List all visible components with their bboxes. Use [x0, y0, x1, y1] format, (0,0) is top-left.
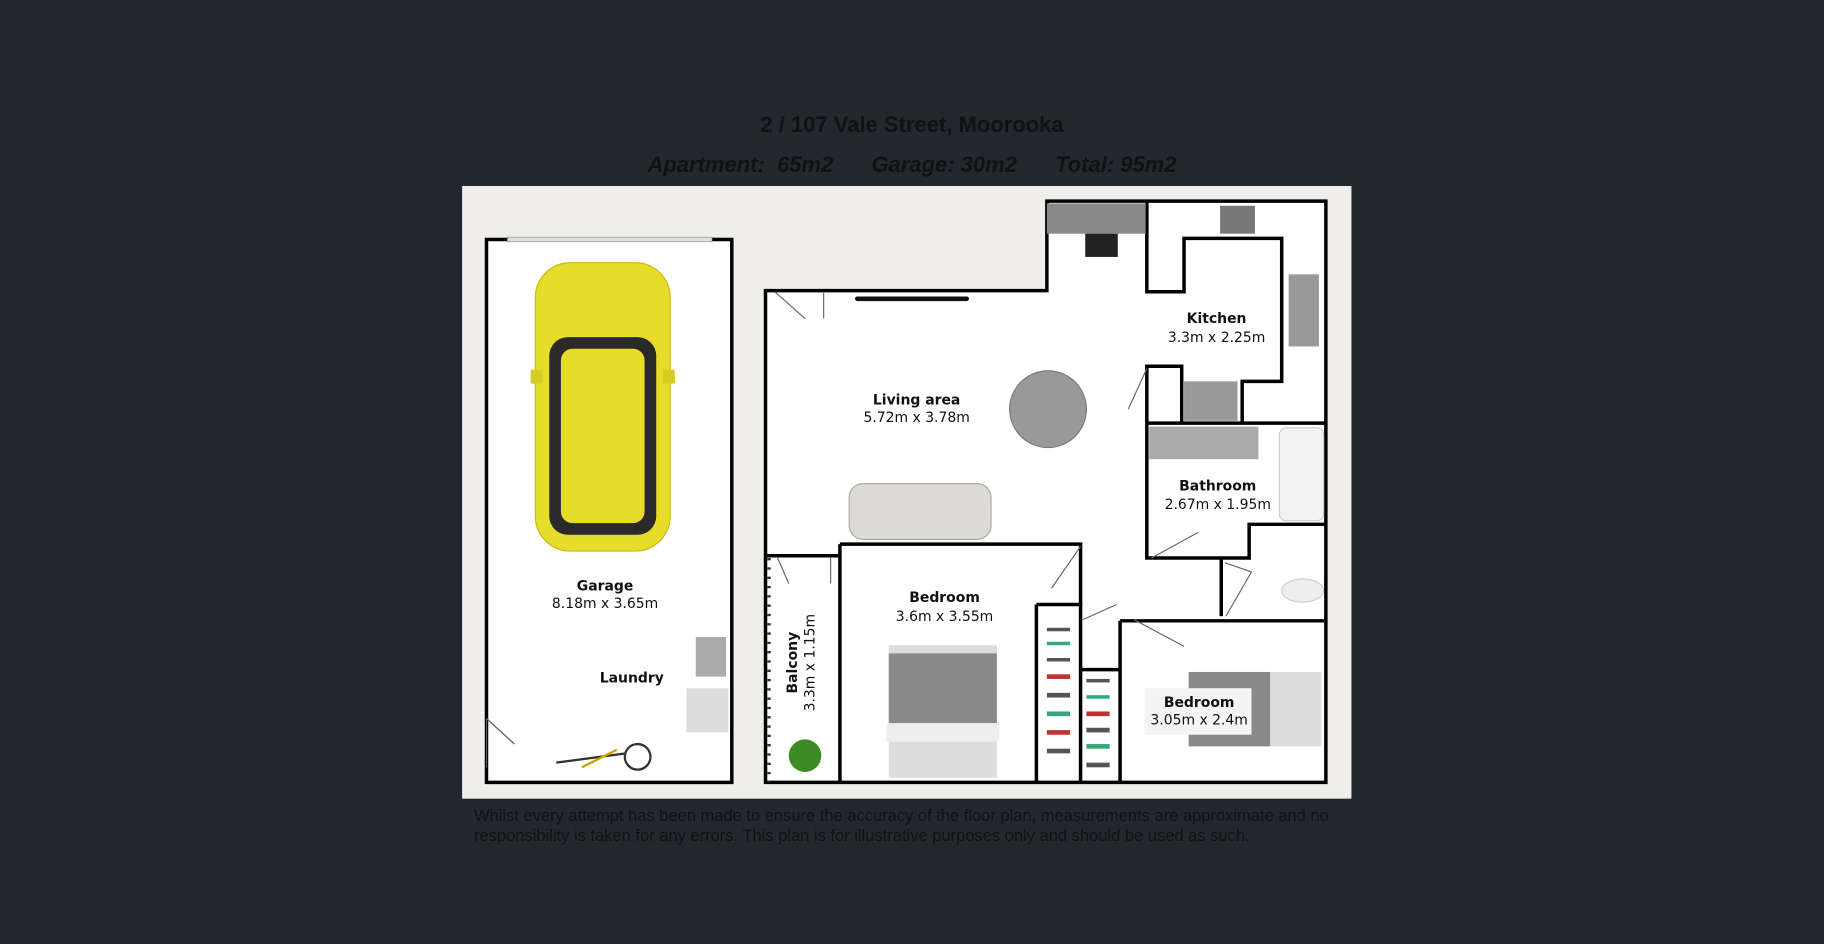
bedroom-1-size: 3.6m x 3.55m — [896, 609, 993, 625]
apartment-area: Apartment: 65m2 — [647, 152, 834, 177]
plant-icon — [788, 739, 822, 772]
bedroom-2-size: 3.05m x 2.4m — [1150, 712, 1247, 728]
sofa-icon — [848, 483, 992, 541]
total-area: Total: 95m2 — [1055, 152, 1177, 177]
bed-icon — [886, 645, 1000, 778]
area-summary: Apartment: 65m2 Garage: 30m2 Total: 95m2 — [435, 152, 1389, 178]
bathtub-icon — [1278, 427, 1325, 522]
car-icon — [530, 262, 675, 552]
kitchen-size: 3.3m x 2.25m — [1168, 330, 1265, 346]
sheet-text: 2 / 107 Vale Street, Moorooka Apartment:… — [435, 90, 1389, 855]
living-area-size: 5.72m x 3.78m — [863, 410, 969, 426]
laundry-tub-icon — [695, 637, 726, 677]
balcony-label: Balcony — [785, 632, 801, 694]
garage-area-text: Garage: 30m2 — [871, 152, 1017, 177]
fridge-icon — [1184, 381, 1238, 421]
dining-table-icon — [1009, 370, 1087, 449]
tv-unit — [855, 296, 969, 302]
bedroom-2-label: Bedroom — [1164, 695, 1235, 711]
laundry-label: Laundry — [600, 670, 664, 686]
cooktop-icon — [1220, 205, 1255, 234]
kitchen-bench — [1046, 203, 1146, 234]
door-swings — [486, 291, 1253, 745]
living-area-label: Living area — [873, 393, 960, 409]
apartment-walls — [763, 199, 1328, 785]
label-backdrop — [1144, 688, 1252, 735]
bathroom-size: 2.67m x 1.95m — [1165, 497, 1271, 513]
page-title: 2 / 107 Vale Street, Moorooka — [760, 112, 1064, 137]
bicycle-icon — [556, 742, 652, 771]
garage-area — [484, 236, 734, 785]
toilet-icon — [1281, 578, 1325, 603]
bathroom-label: Bathroom — [1179, 479, 1256, 495]
garage-label: Garage — [577, 579, 634, 595]
bedroom-1-label: Bedroom — [909, 590, 980, 606]
kitchen-label: Kitchen — [1187, 311, 1247, 327]
garage-size: 8.18m x 3.65m — [552, 596, 658, 612]
sink-icon — [1288, 274, 1319, 347]
balcony-size: 3.3m x 1.15m — [802, 614, 818, 711]
washing-machine-icon — [686, 688, 729, 733]
wardrobe-clothes-icon — [1046, 627, 1110, 768]
disclaimer: Whilst every attempt has been made to en… — [474, 807, 1329, 845]
vanity-icon — [1149, 426, 1259, 460]
tv-icon — [1085, 233, 1118, 257]
